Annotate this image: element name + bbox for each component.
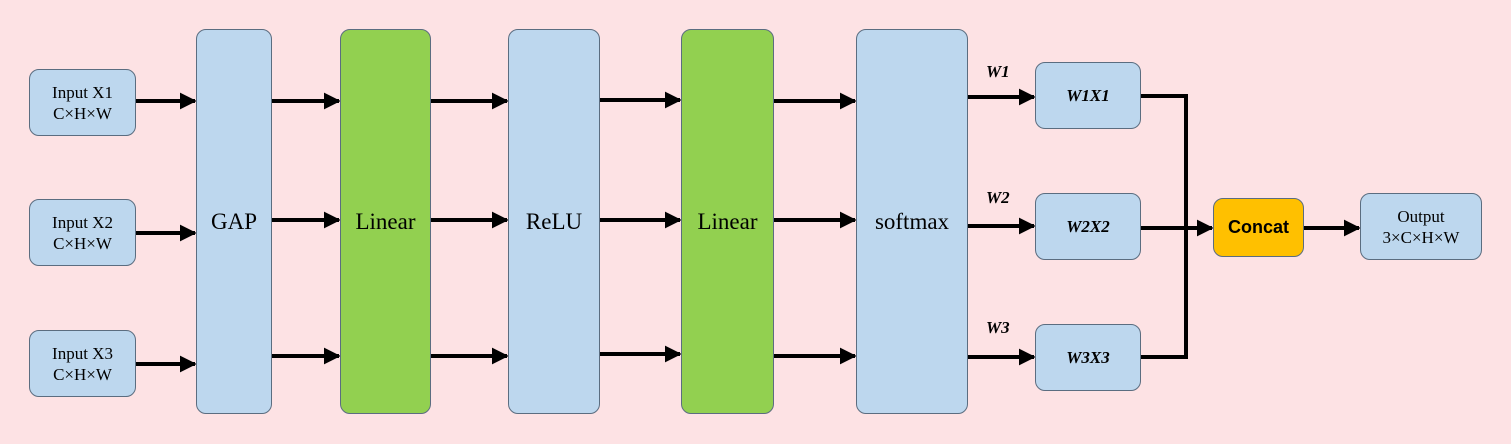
w2x2-box: W2X2 (1035, 193, 1141, 260)
wire-w3x3-to-merge (1141, 228, 1188, 359)
w1x1-box: W1X1 (1035, 62, 1141, 129)
input-x3-box: Input X3 C×H×W (29, 330, 136, 397)
weight-label-w2: W2 (986, 188, 1010, 207)
input-x2-shape: C×H×W (53, 233, 112, 253)
concat-block: Concat (1213, 198, 1304, 257)
input-x2-box: Input X2 C×H×W (29, 199, 136, 266)
output-title: Output (1397, 206, 1445, 226)
w3x3-box: W3X3 (1035, 324, 1141, 391)
relu-label: ReLU (525, 208, 583, 234)
w3x3-label: W3X3 (1066, 347, 1110, 367)
weight-label-w3: W3 (986, 318, 1010, 337)
input-x1-shape: C×H×W (53, 103, 112, 123)
gap-block: GAP (196, 29, 272, 414)
input-x3-shape: C×H×W (53, 364, 112, 384)
output-box: Output 3×C×H×W (1360, 193, 1482, 260)
gap-label: GAP (210, 208, 257, 234)
weight-label-w1: W1 (986, 62, 1010, 81)
linear-block-1: Linear (340, 29, 431, 414)
softmax-label: softmax (874, 208, 950, 234)
wire-w1x1-to-merge (1141, 94, 1188, 228)
concat-label: Concat (1227, 217, 1289, 237)
linear-block-2: Linear (681, 29, 774, 414)
w1x1-label: W1X1 (1066, 85, 1110, 105)
input-x1-box: Input X1 C×H×W (29, 69, 136, 136)
linear-2-label: Linear (697, 208, 758, 234)
input-x3-title: Input X3 (52, 343, 113, 363)
linear-1-label: Linear (355, 208, 416, 234)
softmax-block: softmax (856, 29, 968, 414)
output-shape: 3×C×H×W (1382, 227, 1460, 247)
input-x2-title: Input X2 (52, 212, 113, 232)
w2x2-label: W2X2 (1066, 216, 1110, 236)
input-x1-title: Input X1 (52, 82, 113, 102)
relu-block: ReLU (508, 29, 600, 414)
